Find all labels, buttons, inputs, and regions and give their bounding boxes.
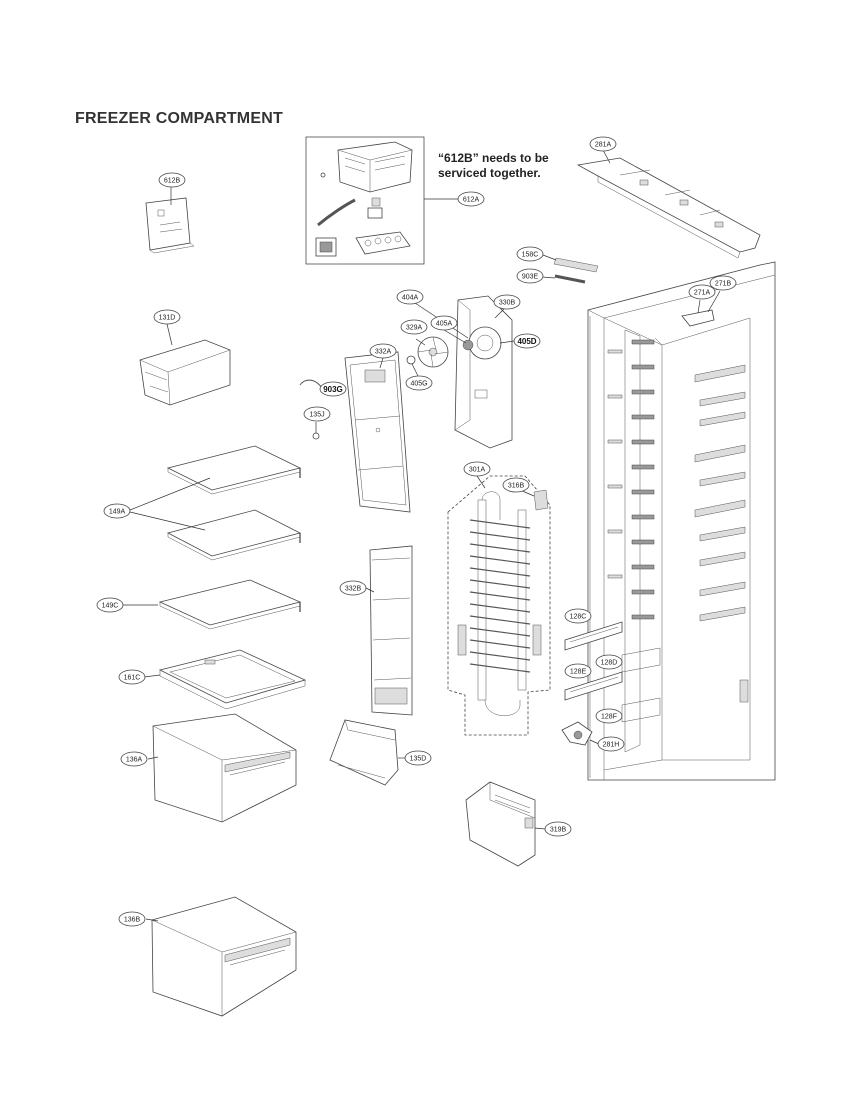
svg-text:405A: 405A	[436, 321, 453, 328]
svg-text:332B: 332B	[345, 586, 362, 593]
glass-shelf-lower	[122, 579, 302, 630]
part-callout-301A: 301A	[463, 461, 491, 477]
control-board-cover-part	[576, 149, 761, 259]
svg-text:301A: 301A	[469, 467, 486, 474]
svg-text:281H: 281H	[603, 742, 620, 749]
evaporator-assembly	[447, 475, 551, 736]
rear-duct-cover-upper	[344, 351, 411, 513]
svg-text:271A: 271A	[694, 290, 711, 297]
part-callout-149C: 149C	[96, 597, 124, 613]
part-callout-135D: 135D	[404, 750, 432, 766]
part-callout-271B: 271B	[709, 275, 737, 291]
part-callout-128D: 128D	[595, 654, 623, 670]
svg-text:149A: 149A	[109, 509, 126, 516]
svg-text:903G: 903G	[323, 385, 343, 394]
svg-text:330B: 330B	[499, 300, 516, 307]
part-callout-612A: 612A	[457, 191, 485, 207]
part-callout-316B: 316B	[502, 477, 530, 493]
part-callout-161C: 161C	[118, 669, 146, 685]
glass-shelf-middle	[166, 509, 302, 561]
svg-text:135J: 135J	[309, 412, 324, 419]
part-callout-128F: 128F	[595, 708, 623, 724]
part-callout-135J: 135J	[303, 406, 331, 422]
part-callout-136B: 136B	[118, 911, 146, 927]
svg-text:131D: 131D	[159, 315, 176, 322]
part-callout-149A: 149A	[103, 503, 131, 519]
freezer-drawer-lower	[145, 896, 297, 1017]
svg-text:329A: 329A	[406, 325, 423, 332]
svg-text:135D: 135D	[410, 756, 427, 763]
part-callout-128C: 128C	[564, 608, 592, 624]
ice-maker-kit-box	[305, 136, 459, 265]
glass-shelf-upper	[166, 445, 302, 495]
part-callout-405A: 405A	[430, 315, 458, 331]
svg-text:281A: 281A	[595, 142, 612, 149]
part-callout-332A: 332A	[369, 343, 397, 359]
defrost-sensor-part	[519, 489, 549, 511]
part-callout-131D: 131D	[153, 309, 181, 325]
svg-text:405D: 405D	[517, 337, 536, 346]
part-callout-612B: 612B	[158, 172, 186, 188]
leader-149A-lower	[129, 511, 206, 531]
part-callout-330B: 330B	[493, 294, 521, 310]
part-callout-136A: 136A	[120, 751, 148, 767]
svg-text:136A: 136A	[126, 757, 143, 764]
leader-149A-upper	[129, 477, 211, 511]
svg-text:128C: 128C	[570, 614, 587, 621]
part-callout-281A: 281A	[589, 136, 617, 152]
svg-text:612A: 612A	[463, 197, 480, 204]
drawer-rail-upper	[564, 621, 623, 651]
rear-duct-cover-lower	[365, 545, 413, 716]
svg-text:158C: 158C	[522, 252, 539, 259]
svg-text:128F: 128F	[601, 714, 617, 721]
part-callout-332B: 332B	[339, 580, 367, 596]
svg-text:319B: 319B	[550, 827, 567, 834]
drawer-rail-lower	[564, 671, 623, 701]
svg-text:128E: 128E	[570, 669, 587, 676]
duct-tray-part	[329, 719, 408, 786]
part-callout-405D: 405D	[513, 333, 541, 349]
part-callout-281H: 281H	[597, 736, 625, 752]
svg-text:271B: 271B	[715, 281, 732, 288]
part-callout-128E: 128E	[564, 663, 592, 679]
freezer-drawer-upper	[147, 713, 297, 823]
service-note: “612B” needs to be serviced together.	[438, 151, 598, 181]
dispenser-cover-part	[145, 187, 195, 254]
svg-text:612B: 612B	[164, 178, 181, 185]
svg-text:128D: 128D	[601, 660, 618, 667]
svg-text:316B: 316B	[508, 483, 525, 490]
refrigerator-cabinet	[587, 261, 776, 781]
svg-text:149C: 149C	[102, 603, 119, 610]
fan-motor-assembly	[406, 295, 515, 449]
part-callout-329A: 329A	[400, 319, 428, 335]
svg-text:136B: 136B	[124, 917, 141, 924]
drain-fitting-part	[561, 721, 600, 746]
svg-text:903E: 903E	[522, 274, 539, 281]
door-bin-part	[139, 323, 231, 406]
part-callout-405G: 405G	[405, 375, 433, 391]
svg-text:404A: 404A	[402, 295, 419, 302]
part-callout-404A: 404A	[396, 289, 424, 305]
service-note-line-2: serviced together.	[438, 166, 541, 180]
part-callout-903E: 903E	[516, 268, 544, 284]
part-callout-319B: 319B	[544, 821, 572, 837]
svg-text:332A: 332A	[375, 349, 392, 356]
drawer-cover-frame	[143, 649, 307, 710]
part-callout-271A: 271A	[688, 284, 716, 300]
page-title: FREEZER COMPARTMENT	[75, 110, 283, 127]
svg-text:161C: 161C	[124, 675, 141, 682]
cover-strip-part	[541, 254, 599, 284]
svg-text:405G: 405G	[410, 381, 427, 388]
part-callout-903G: 903G	[319, 381, 347, 397]
lower-duct-part	[465, 781, 546, 867]
harness-wire-part	[299, 379, 323, 440]
service-note-line-1: “612B” needs to be	[438, 151, 549, 165]
part-callout-158C: 158C	[516, 246, 544, 262]
